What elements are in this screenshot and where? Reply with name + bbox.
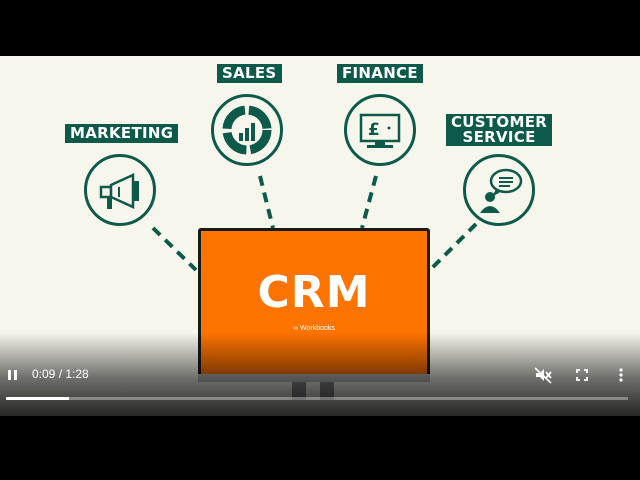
fullscreen-icon	[576, 369, 588, 381]
time-display: 0:09 / 1:28	[32, 367, 89, 381]
crm-title: CRM	[257, 267, 371, 318]
pound-symbol: £	[368, 120, 380, 140]
pause-icon	[8, 370, 17, 380]
infinity-icon: ∞	[293, 325, 301, 332]
pause-button[interactable]	[2, 364, 24, 386]
marketing-label: MARKETING	[65, 124, 179, 143]
player-controls: 0:09 / 1:28	[0, 356, 640, 416]
marketing-circle	[84, 154, 156, 226]
progress-played	[6, 397, 70, 400]
controls-gradient	[0, 332, 640, 416]
connector-marketing	[151, 226, 198, 272]
sales-circle	[211, 94, 283, 166]
sales-label: SALES	[217, 64, 282, 83]
megaphone-icon	[99, 173, 139, 209]
finance-circle: £	[344, 94, 416, 166]
connector-finance	[360, 175, 378, 229]
progress-bar[interactable]	[6, 397, 628, 400]
customer-service-circle	[463, 154, 535, 226]
pound-monitor-icon: £	[359, 113, 401, 148]
more-options-button[interactable]	[610, 364, 632, 386]
mute-button[interactable]	[532, 364, 554, 386]
customer-service-label: CUSTOMER SERVICE	[446, 114, 553, 146]
fullscreen-button[interactable]	[571, 364, 593, 386]
workbooks-logo: ∞ Workbooks	[293, 325, 335, 332]
connector-customer-service	[430, 222, 478, 270]
connector-sales	[258, 175, 275, 229]
chat-person-icon	[480, 168, 523, 213]
finance-label: FINANCE	[337, 64, 423, 83]
muted-speaker-icon	[534, 367, 552, 384]
more-vertical-icon	[619, 368, 623, 382]
video-frame[interactable]: MARKETING SALES FINANCE £	[0, 56, 640, 416]
donut-chart-icon	[222, 105, 272, 155]
connector-lines	[151, 175, 478, 272]
